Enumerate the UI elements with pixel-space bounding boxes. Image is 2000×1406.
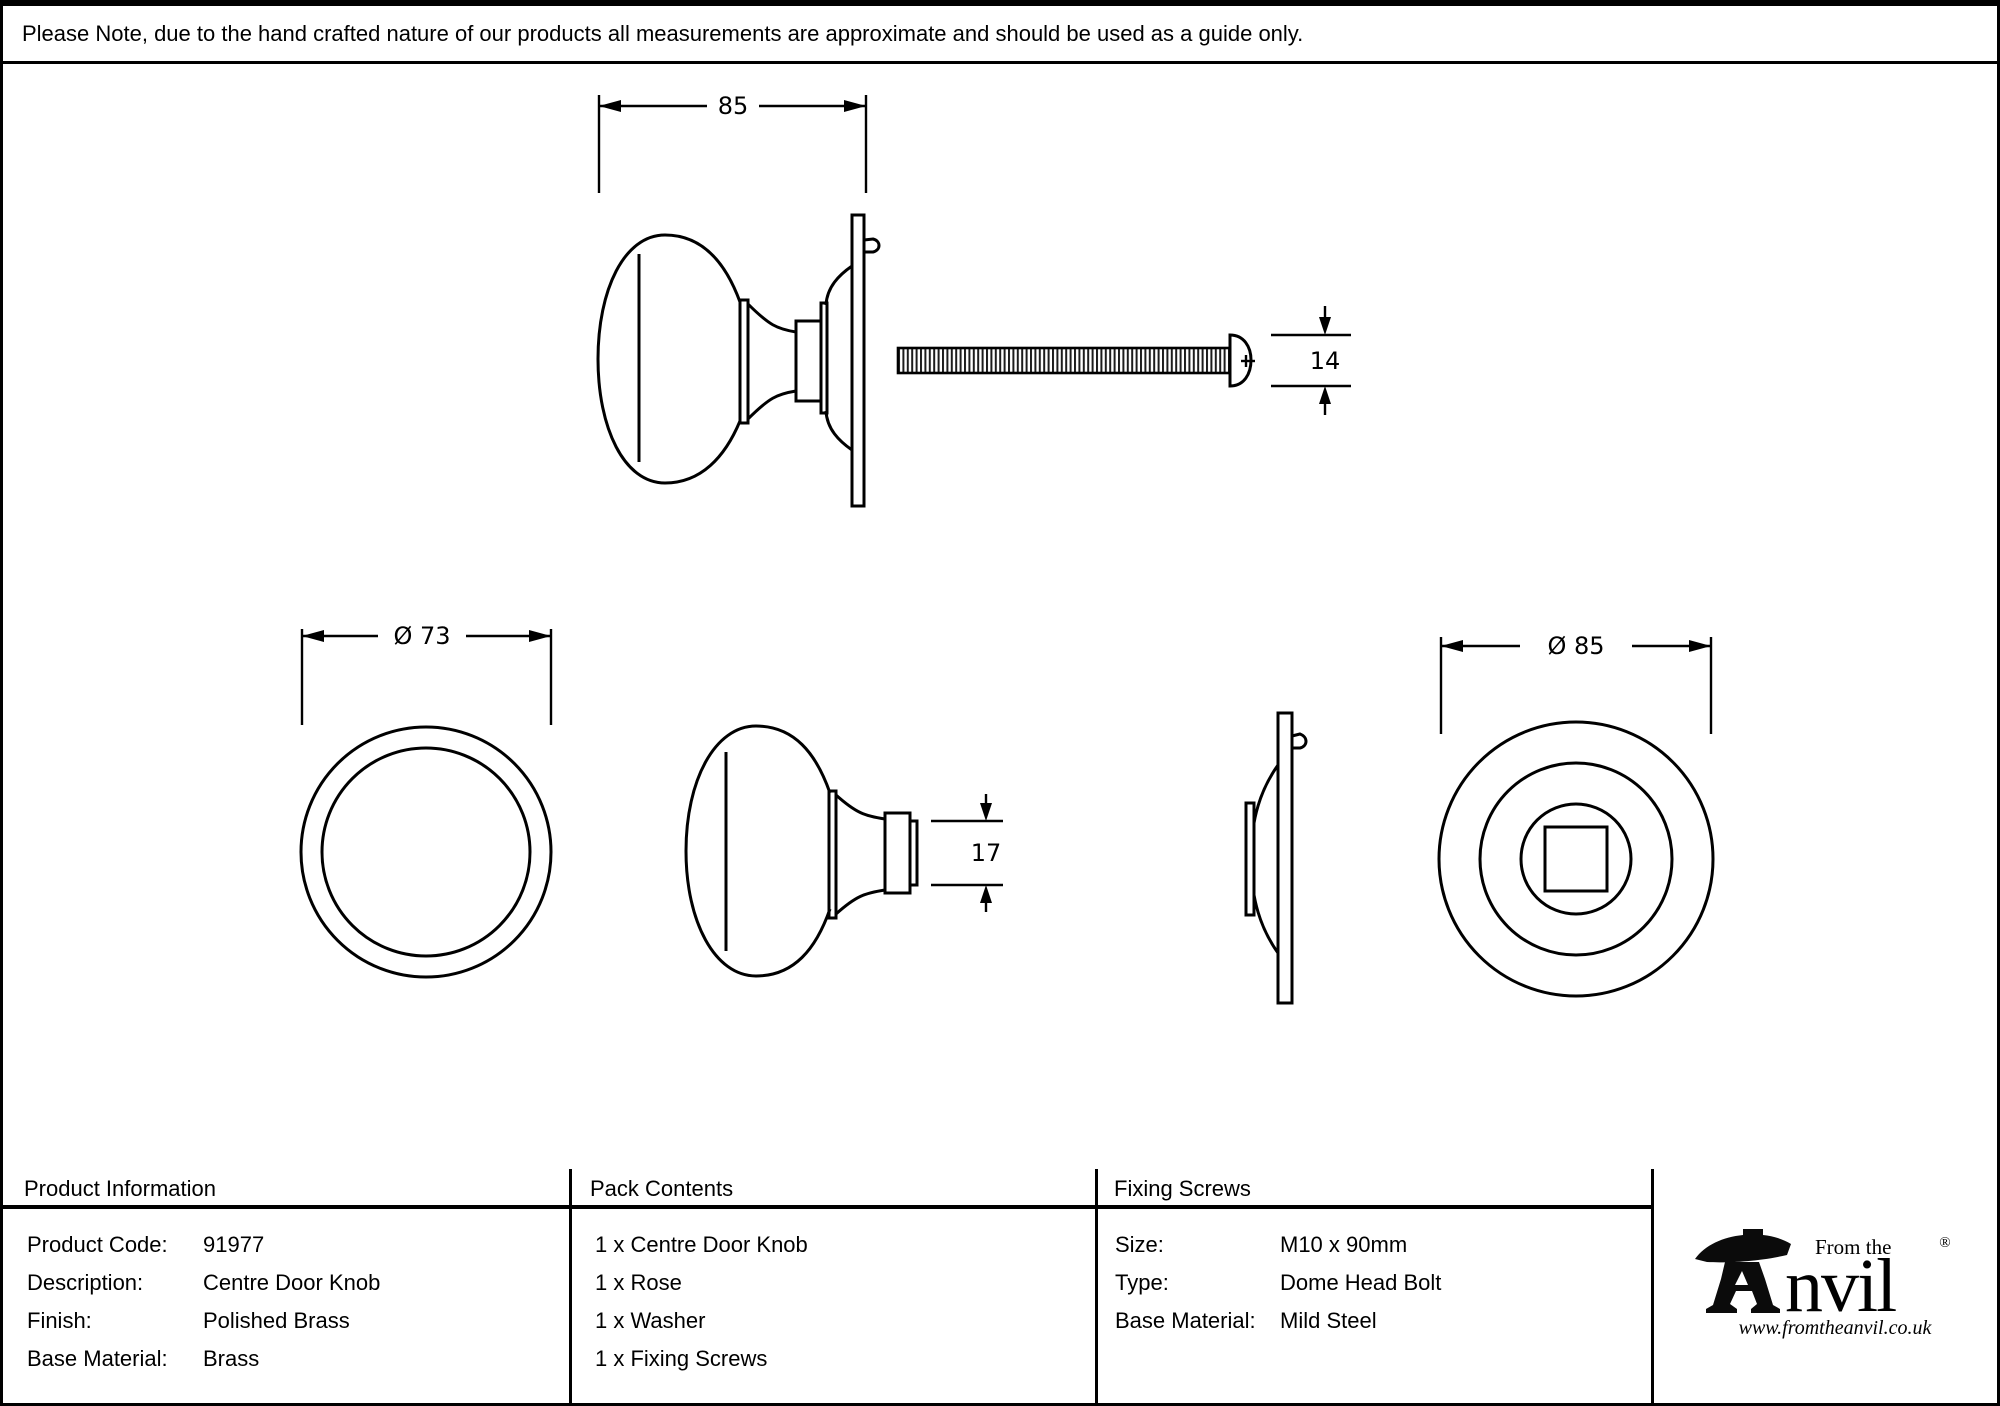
row-value: Mild Steel [1280,1308,1377,1333]
header-pack-contents: Pack Contents [590,1175,734,1201]
note-bottom-border [3,3,1997,6]
rose-plate-edge [850,213,866,508]
rose-clip [863,237,881,254]
list-item: 1 x Washer [595,1308,706,1333]
header-fixing-screws: Fixing Screws [1114,1175,1251,1201]
row-value: Dome Head Bolt [1280,1270,1442,1295]
table-row: Type: Dome Head Bolt [1115,1268,1441,1298]
list-item: 1 x Centre Door Knob [595,1232,808,1257]
technical-drawing: 85 14 [299,92,1715,1005]
row-label: Base Material: [1115,1308,1256,1333]
arrowhead-up [980,885,992,903]
registered-trademark-icon: ® [1939,1235,1950,1251]
arrowhead-right [844,100,866,112]
row-value: Polished Brass [203,1308,350,1333]
logo-url: www.fromtheanvil.co.uk [1739,1317,1933,1339]
row-value: Centre Door Knob [203,1270,381,1295]
table-row: Base Material: Brass [27,1344,259,1374]
logo-brand-text: nvil [1785,1244,1896,1328]
arrowhead-down [980,803,992,821]
column-divider-1 [569,1169,572,1403]
arrowhead-left [1441,640,1463,652]
measurement-note: Please Note, due to the hand crafted nat… [22,20,1304,46]
rose-clip [1291,732,1308,750]
table-row: Finish: Polished Brass [27,1306,350,1336]
rose-plate [1276,711,1294,1005]
rose-washer [1244,801,1256,917]
arrowhead-left [599,100,621,112]
column-divider-2 [1095,1169,1098,1403]
dim-label-73: Ø 73 [393,622,450,650]
note-row: Please Note, due to the hand crafted nat… [3,3,1997,64]
row-label: Finish: [27,1308,92,1333]
arrowhead-left [302,630,324,642]
arrowhead-right [1689,640,1711,652]
rose-front-view [1437,720,1715,998]
rose-edge-view [1244,711,1308,1005]
row-label: Size: [1115,1232,1164,1257]
spindle-square-hole [1543,825,1609,893]
row-label: Base Material: [27,1346,168,1371]
dim-label-85-rose: Ø 85 [1547,632,1604,660]
table-row: Size: M10 x 90mm [1115,1230,1407,1260]
row-label: Type: [1115,1270,1169,1295]
list-item: 1 x Fixing Screws [595,1346,768,1371]
dim-label-17: 17 [971,839,1002,867]
arrowhead-up [1319,386,1331,404]
row-value: Brass [203,1346,260,1371]
header-underline [3,1205,1654,1209]
arrowhead-down [1319,317,1331,335]
knob-assembly-side-view [596,213,881,508]
row-value: M10 x 90mm [1280,1232,1408,1257]
knob-side-view [684,724,919,978]
anvil-icon [1695,1229,1791,1313]
row-value: 91977 [203,1232,265,1257]
dim-label-14: 14 [1310,347,1341,375]
row-label: Description: [27,1270,144,1295]
anvil-logo: From the ® nvil www.fromtheanvil.co.uk [1695,1229,1951,1339]
row-label: Product Code: [27,1232,168,1257]
dim-label-85: 85 [718,92,749,120]
table-row: Description: Centre Door Knob [27,1268,380,1298]
column-divider-3 [1651,1169,1654,1403]
table-row: Base Material: Mild Steel [1115,1306,1377,1336]
logo-tagline: From the [1815,1235,1891,1259]
list-item: 1 x Rose [595,1270,682,1295]
knob-front-view [299,725,553,979]
arrowhead-right [529,630,551,642]
fixing-bolt-drawing [896,333,1255,388]
table-row: Product Code: 91977 [27,1230,264,1260]
header-product-information: Product Information [24,1175,216,1201]
bolt-threaded-shaft [896,346,1232,375]
